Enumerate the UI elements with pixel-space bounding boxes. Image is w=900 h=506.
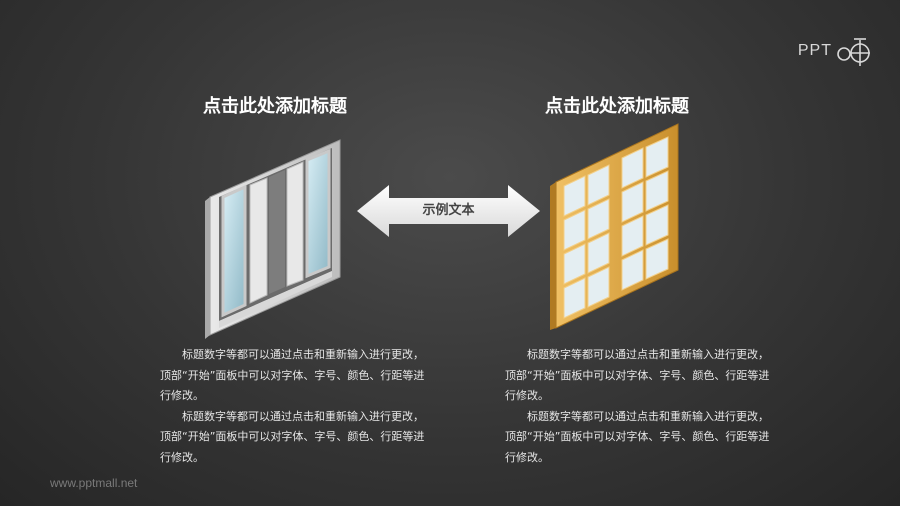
double-arrow-icon (357, 185, 540, 237)
right-title[interactable]: 点击此处添加标题 (545, 96, 689, 117)
right-paragraph-2: 标题数字等都可以通过点击和重新输入进行更改，顶部“开始”面板中可以对字体、字号、… (505, 409, 770, 464)
ppt-logo-mark-icon (837, 38, 870, 66)
left-description[interactable]: 标题数字等都可以通过点击和重新输入进行更改，顶部“开始”面板中可以对字体、字号、… (160, 345, 425, 468)
arrow-label[interactable]: 示例文本 (422, 203, 475, 218)
left-paragraph-1: 标题数字等都可以通过点击和重新输入进行更改，顶部“开始”面板中可以对字体、字号、… (160, 348, 425, 402)
right-description[interactable]: 标题数字等都可以通过点击和重新输入进行更改，顶部“开始”面板中可以对字体、字号、… (505, 345, 770, 468)
logo-text: PPT (797, 42, 832, 59)
logo: PPT (798, 36, 870, 66)
right-paragraph-1: 标题数字等都可以通过点击和重新输入进行更改，顶部“开始”面板中可以对字体、字号、… (505, 348, 770, 402)
wooden-window-icon (550, 123, 679, 330)
sliding-window-icon (205, 139, 341, 339)
left-paragraph-2: 标题数字等都可以通过点击和重新输入进行更改，顶部“开始”面板中可以对字体、字号、… (160, 409, 425, 464)
footer-url: www.pptmall.net (50, 476, 138, 490)
left-title[interactable]: 点击此处添加标题 (203, 96, 347, 117)
